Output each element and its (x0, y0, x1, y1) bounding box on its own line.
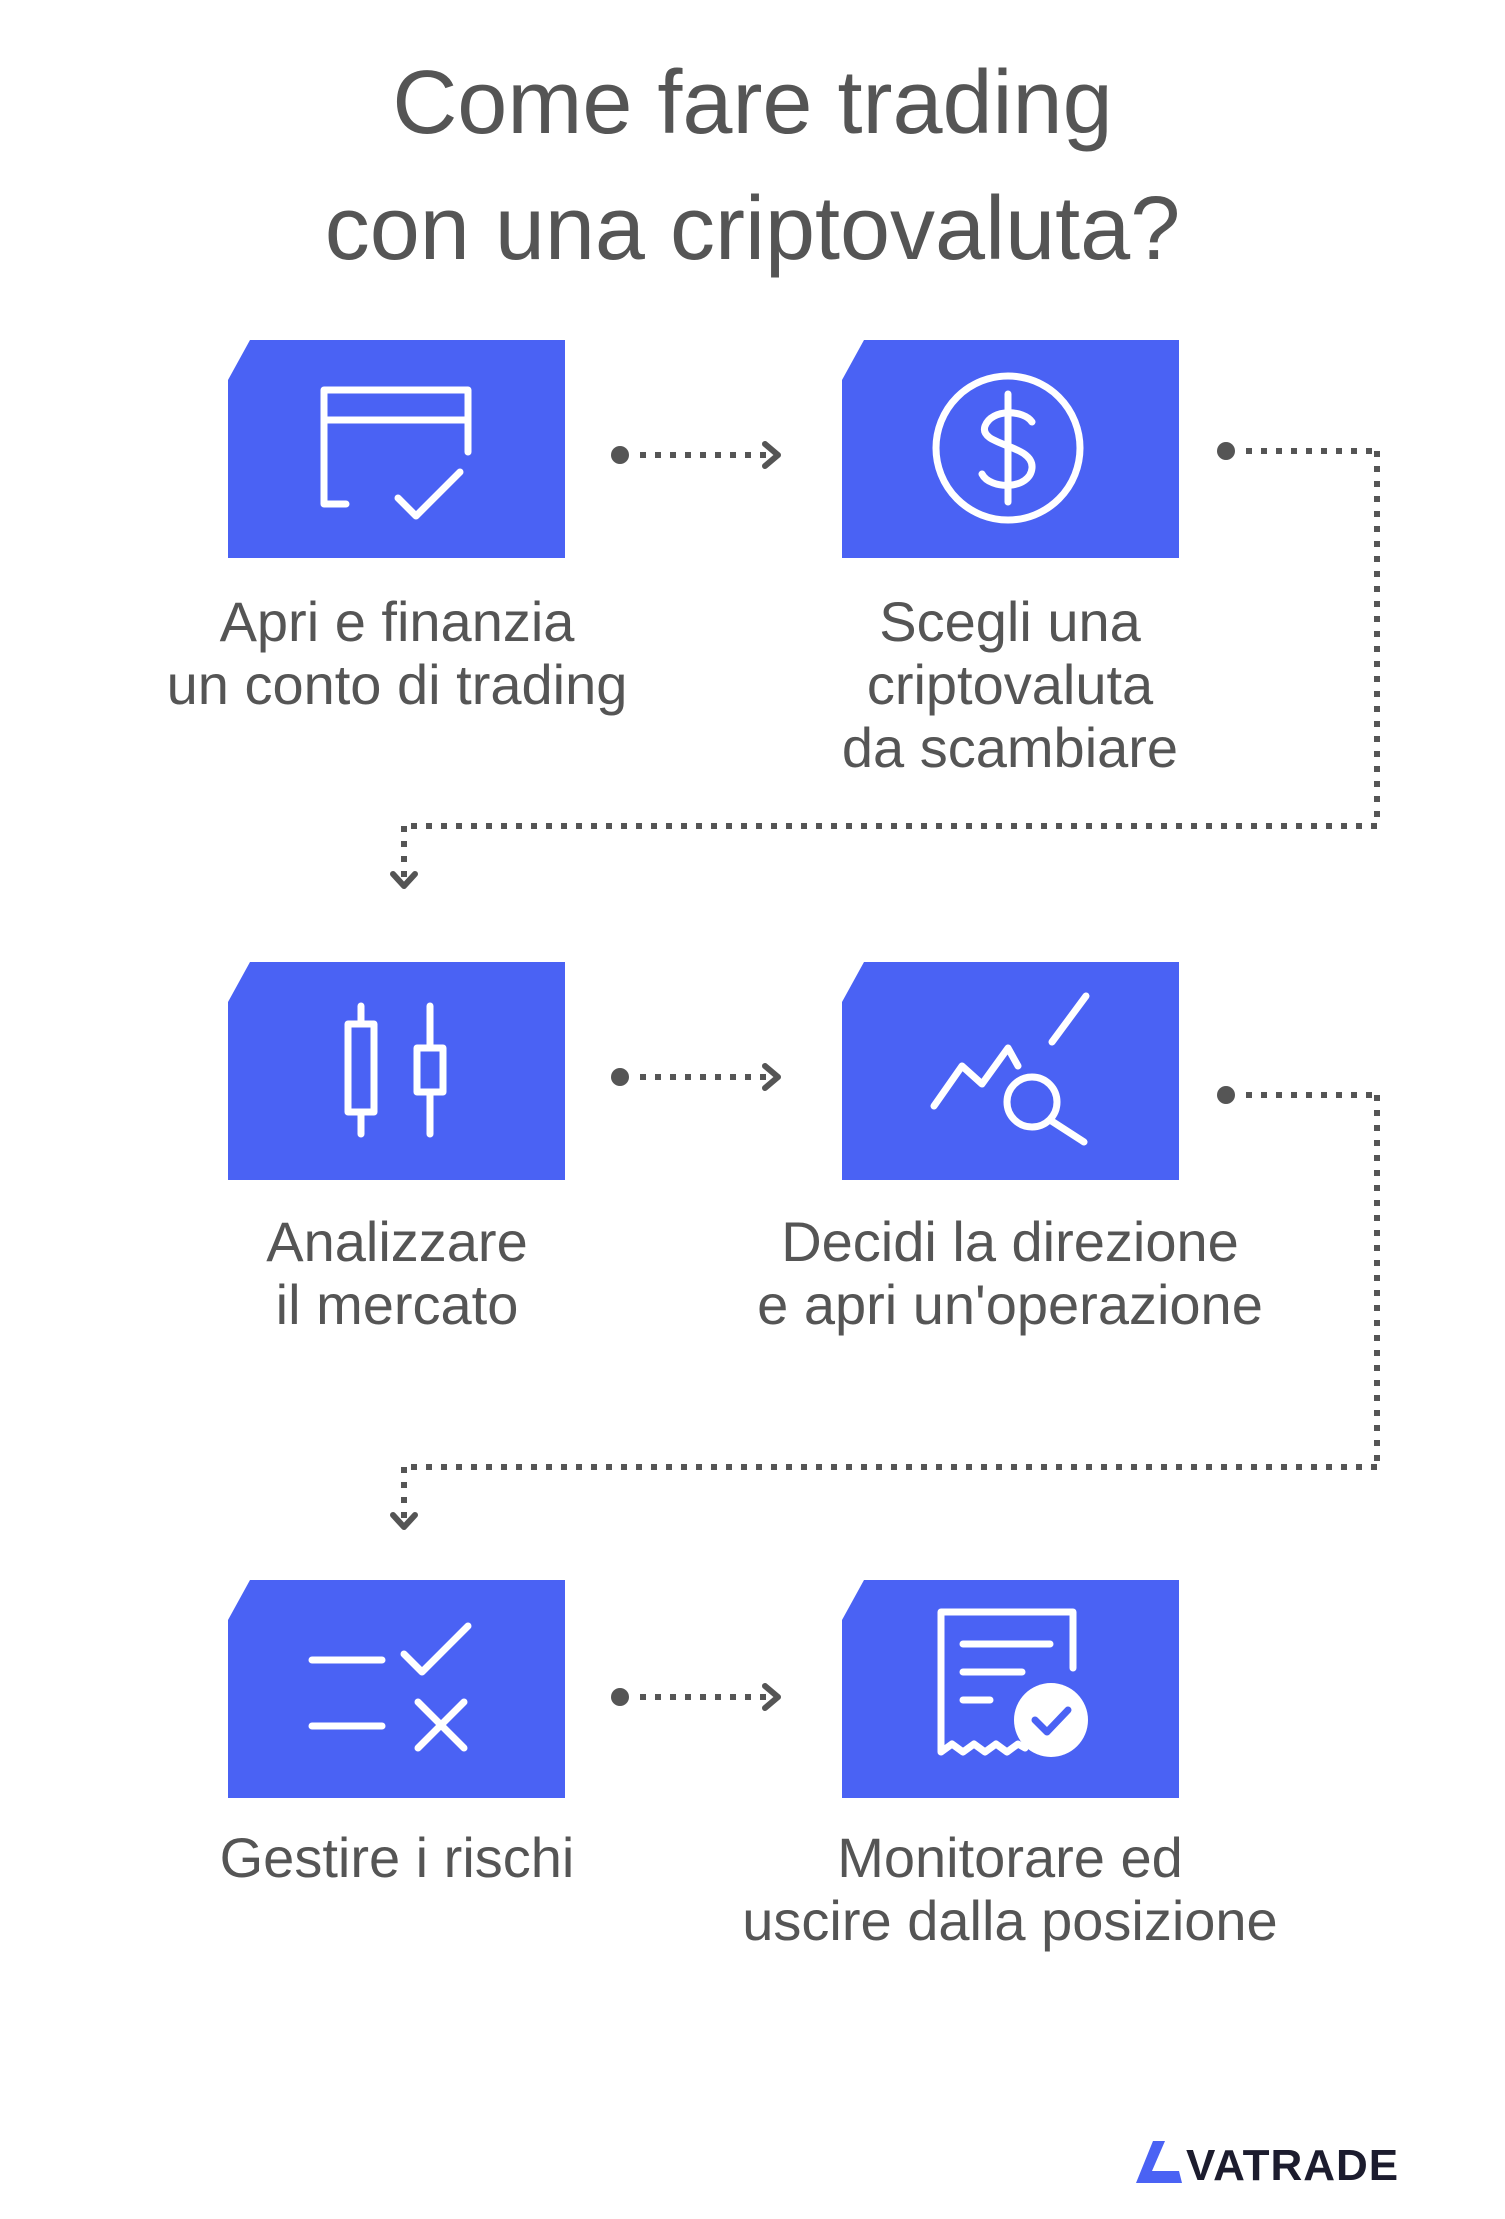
step-5-card (228, 1580, 565, 1798)
title-line-2: con una criptovaluta? (324, 179, 1181, 279)
step-2-label: Scegli una criptovaluta da scambiare (700, 590, 1320, 779)
step-4-line-1: Decidi la direzione (781, 1210, 1239, 1273)
step-3-line-2: il mercato (275, 1273, 519, 1336)
arrow-step3-to-step4 (611, 1063, 781, 1091)
step-3-label: Analizzare il mercato (87, 1210, 707, 1336)
step-3-card (228, 962, 565, 1180)
credit-card-check-icon (320, 386, 472, 520)
step-2-card (842, 340, 1179, 558)
step-5-label: Gestire i rischi (87, 1826, 707, 1889)
candlestick-icon (344, 1002, 447, 1138)
step-6-line-1: Monitorare ed (837, 1826, 1183, 1889)
step-3-line-1: Analizzare (266, 1210, 528, 1273)
step-6-line-2: uscire dalla posizione (742, 1889, 1278, 1952)
step-2-line-3: da scambiare (841, 716, 1179, 779)
step-1-line-2: un conto di trading (166, 653, 628, 716)
avatrade-logo: VATRADE (1136, 2133, 1448, 2191)
step-4-label: Decidi la direzione e apri un'operazione (700, 1210, 1320, 1336)
page-title: Come fare trading con una criptovaluta? (0, 40, 1505, 292)
step-1-label: Apri e finanzia un conto di trading (87, 590, 707, 716)
step-2-line-2: criptovaluta (866, 653, 1154, 716)
step-4-card (842, 962, 1179, 1180)
step-6-card (842, 1580, 1179, 1798)
step-1-line-1: Apri e finanzia (219, 590, 575, 653)
step-6-label: Monitorare ed uscire dalla posizione (700, 1826, 1320, 1952)
dollar-coin-icon (932, 372, 1084, 524)
chart-magnifier-icon (930, 992, 1090, 1146)
step-5-line-1: Gestire i rischi (219, 1826, 575, 1889)
step-1-card (228, 340, 565, 558)
title-line-1: Come fare trading (392, 53, 1113, 153)
logo-text: VATRADE (1186, 2141, 1399, 2190)
receipt-check-icon (937, 1608, 1088, 1757)
step-4-line-2: e apri un'operazione (757, 1273, 1263, 1336)
check-cross-list-icon (308, 1622, 472, 1752)
arrow-step1-to-step2 (611, 441, 781, 469)
arrow-step5-to-step6 (611, 1683, 781, 1711)
step-2-line-1: Scegli una (879, 590, 1141, 653)
